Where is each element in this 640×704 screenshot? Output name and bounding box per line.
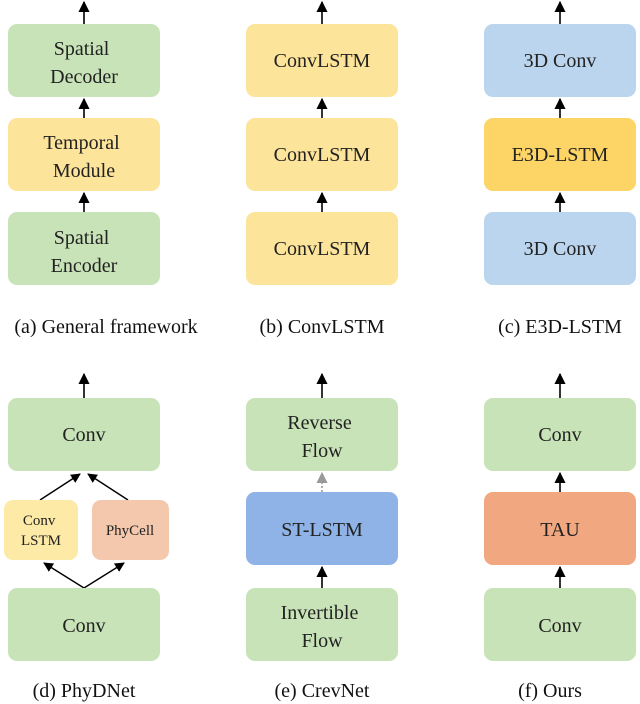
panel-d-convlstm-label: Conv LSTM	[21, 513, 61, 549]
panel-a-spatial-decoder-label: Spatial Decoder	[50, 38, 118, 88]
panel-d-bottom-box	[8, 588, 160, 661]
panel-e-crevnet: Reverse Flow ST-LSTM Invertible Flow (e)…	[246, 372, 398, 702]
panel-c-caption: (c) E3D-LSTM	[498, 316, 622, 338]
panel-b-bottom-label: ConvLSTM	[274, 238, 371, 260]
panel-b-caption: (b) ConvLSTM	[260, 316, 385, 338]
panel-b-middle-label: ConvLSTM	[274, 144, 371, 166]
panel-c-top-box	[484, 24, 636, 97]
panel-f-middle-box	[484, 492, 636, 565]
panel-a-temporal-module-label: Temporal Module	[43, 132, 124, 182]
panel-e-bottom-box	[246, 588, 398, 661]
panel-a-spatial-encoder-box	[8, 212, 160, 285]
panel-a-spatial-encoder-label: Spatial Encoder	[51, 227, 118, 277]
panel-d-top-box	[8, 398, 160, 471]
panel-e-invertible-flow-label: Invertible Flow	[281, 602, 364, 652]
panel-a-temporal-module-line1: Temporal	[43, 132, 120, 154]
panel-b-convlstm: ConvLSTM ConvLSTM ConvLSTM (b) ConvLSTM	[246, 0, 398, 338]
panel-e-reverse-flow-line1: Reverse	[287, 412, 352, 434]
panel-e-middle-label: ST-LSTM	[281, 519, 363, 541]
panel-c-middle-label: E3D-LSTM	[512, 144, 609, 166]
panel-d-arrow-left-up	[39, 473, 81, 501]
panel-c-bottom-box	[484, 212, 636, 285]
panel-a-spatial-encoder-line2: Encoder	[51, 255, 118, 277]
panel-a-spatial-decoder-box	[8, 24, 160, 97]
panel-a-spatial-encoder-line1: Spatial	[54, 227, 110, 249]
panel-e-invertible-flow-line2: Flow	[301, 630, 343, 652]
panel-a-caption: (a) General framework	[14, 316, 197, 338]
panel-d-caption: (d) PhyDNet	[33, 680, 136, 702]
panel-f-caption: (f) Ours	[518, 680, 582, 702]
panel-d-arrow-bottom-right	[83, 562, 125, 589]
panel-d-top-label: Conv	[62, 424, 105, 446]
panel-f-bottom-box	[484, 588, 636, 661]
panel-e-caption: (e) CrevNet	[275, 680, 370, 702]
panel-d-convlstm-line1: Conv	[23, 513, 56, 529]
panel-a-spatial-decoder-line2: Decoder	[50, 66, 118, 88]
panel-d-phycell-box	[92, 500, 169, 560]
panel-f-ours: Conv TAU Conv (f) Ours	[484, 372, 636, 702]
panel-a-temporal-module-box	[8, 118, 160, 191]
panel-b-top-label: ConvLSTM	[274, 50, 371, 72]
panel-c-e3d-lstm: 3D Conv E3D-LSTM 3D Conv (c) E3D-LSTM	[484, 0, 636, 338]
panel-a-spatial-decoder-line1: Spatial	[54, 38, 110, 60]
panel-e-middle-box	[246, 492, 398, 565]
panel-e-invertible-flow-line1: Invertible	[281, 602, 359, 624]
panel-a-temporal-module-line2: Module	[53, 160, 115, 182]
panel-c-top-label: 3D Conv	[524, 50, 597, 72]
panel-e-reverse-flow-line2: Flow	[301, 440, 343, 462]
panel-c-middle-box	[484, 118, 636, 191]
panel-d-convlstm-box	[4, 500, 78, 560]
panel-f-bottom-label: Conv	[538, 615, 581, 637]
panel-f-middle-label: TAU	[540, 519, 580, 541]
panel-b-middle-box	[246, 118, 398, 191]
panel-b-bottom-box	[246, 212, 398, 285]
panel-d-phydnet: Conv Conv LSTM PhyCell Conv (d) PhyDNet	[4, 372, 169, 702]
panel-a-general-framework: Spatial Decoder Temporal Module Spatial …	[8, 0, 198, 338]
panel-d-convlstm-line2: LSTM	[21, 533, 61, 549]
panel-e-top-box	[246, 398, 398, 471]
panel-d-bottom-label: Conv	[62, 615, 105, 637]
panel-f-top-box	[484, 398, 636, 471]
panel-d-arrow-right-up	[87, 473, 129, 501]
panel-d-phycell-label: PhyCell	[106, 523, 154, 539]
panel-c-bottom-label: 3D Conv	[524, 238, 597, 260]
panel-d-arrow-bottom-left	[43, 562, 85, 589]
panel-b-top-box	[246, 24, 398, 97]
panel-e-reverse-flow-label: Reverse Flow	[287, 412, 356, 462]
panel-f-top-label: Conv	[538, 424, 581, 446]
